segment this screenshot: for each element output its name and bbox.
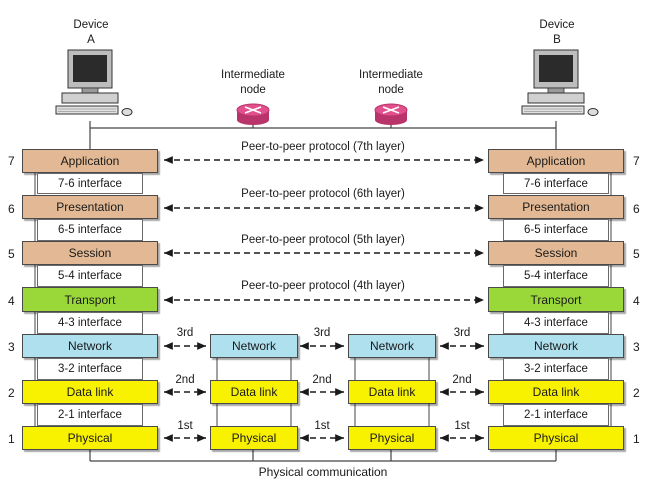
layer-number-1-left: 1 <box>8 432 15 446</box>
physical-communication-bracket <box>89 449 557 462</box>
layer-number-5-left: 5 <box>8 247 15 261</box>
computer-icon-device-b <box>521 49 599 116</box>
layer-number-4-left: 4 <box>8 294 15 308</box>
device-b-interface-6-5: 6-5 interface <box>503 219 609 241</box>
layer-number-2-right: 2 <box>633 386 640 400</box>
peer-protocol-label-7: Peer-to-peer protocol (7th layer) <box>241 141 405 153</box>
device-b-interface-4-3: 4-3 interface <box>503 312 609 334</box>
intermediate-node-1-line1: Intermediate <box>221 69 285 81</box>
peer-protocol-label-4: Peer-to-peer protocol (4th layer) <box>241 280 405 292</box>
physical-communication-label: Physical communication <box>258 465 388 479</box>
computer-icon-device-a <box>55 49 133 116</box>
peer-protocol-label-5: Peer-to-peer protocol (5th layer) <box>241 234 405 246</box>
device-a-interface-5-4: 5-4 interface <box>37 265 143 287</box>
node-2-layer-network: Network <box>348 334 436 358</box>
device-b-layer-data-link: Data link <box>488 380 624 404</box>
node-2-layer-physical: Physical <box>348 426 436 450</box>
layer-number-6-right: 6 <box>633 202 640 216</box>
hop-label-datalink-3: 2nd <box>452 374 472 386</box>
device-a-interface-4-3: 4-3 interface <box>37 312 143 334</box>
device-a-layer-transport: Transport <box>22 287 158 312</box>
intermediate-node-1-line2: node <box>240 84 266 96</box>
device-b-layer-presentation: Presentation <box>488 195 624 219</box>
layer-number-3-left: 3 <box>8 340 15 354</box>
device-b-label-line1: Device <box>539 19 575 31</box>
hop-label-network-3: 3rd <box>453 327 471 339</box>
hop-label-network-2: 3rd <box>313 327 331 339</box>
device-b-layer-session: Session <box>488 241 624 265</box>
layer-number-7-right: 7 <box>633 154 640 168</box>
device-a-interface-7-6: 7-6 interface <box>37 173 143 194</box>
intermediate-node-2-line2: node <box>378 84 404 96</box>
device-b-interface-5-4: 5-4 interface <box>503 265 609 287</box>
hop-label-datalink-2: 2nd <box>312 374 332 386</box>
layer-number-7-left: 7 <box>8 154 15 168</box>
layer-number-6-left: 6 <box>8 202 15 216</box>
layer-number-1-right: 1 <box>633 432 640 446</box>
node-1-layer-network: Network <box>210 334 298 358</box>
device-a-layer-session: Session <box>22 241 158 265</box>
device-a-layer-data-link: Data link <box>22 380 158 404</box>
device-a-layer-network: Network <box>22 334 158 358</box>
device-a-layer-physical: Physical <box>22 426 158 450</box>
device-b-layer-physical: Physical <box>488 426 624 450</box>
device-a-layer-application: Application <box>22 149 158 173</box>
device-b-layer-application: Application <box>488 149 624 173</box>
layer-number-2-left: 2 <box>8 386 15 400</box>
device-b-interface-7-6: 7-6 interface <box>503 173 609 194</box>
layer-number-4-right: 4 <box>633 294 640 308</box>
hop-label-network-1: 3rd <box>176 327 194 339</box>
device-b-interface-2-1: 2-1 interface <box>503 404 609 426</box>
hop-label-physical-2: 1st <box>314 420 330 432</box>
layer-number-5-right: 5 <box>633 247 640 261</box>
layer-number-3-right: 3 <box>633 340 640 354</box>
hop-label-physical-3: 1st <box>454 420 470 432</box>
device-b-label-line2: B <box>553 34 561 46</box>
hop-label-physical-1: 1st <box>177 420 193 432</box>
node-2-layer-data-link: Data link <box>348 380 436 404</box>
node-1-layer-data-link: Data link <box>210 380 298 404</box>
device-a-label-line2: A <box>87 34 95 46</box>
device-a-interface-6-5: 6-5 interface <box>37 219 143 241</box>
device-a-interface-3-2: 3-2 interface <box>37 358 143 380</box>
peer-protocol-label-6: Peer-to-peer protocol (6th layer) <box>241 188 405 200</box>
hop-label-datalink-1: 2nd <box>175 374 195 386</box>
device-b-layer-network: Network <box>488 334 624 358</box>
device-b-layer-transport: Transport <box>488 287 624 312</box>
device-a-interface-2-1: 2-1 interface <box>37 404 143 426</box>
device-a-label-line1: Device <box>73 19 109 31</box>
router-icon-2 <box>374 103 408 125</box>
device-b-interface-3-2: 3-2 interface <box>503 358 609 380</box>
device-a-layer-presentation: Presentation <box>22 195 158 219</box>
intermediate-node-2-line1: Intermediate <box>359 69 423 81</box>
node-1-layer-physical: Physical <box>210 426 298 450</box>
router-icon-1 <box>236 103 270 125</box>
